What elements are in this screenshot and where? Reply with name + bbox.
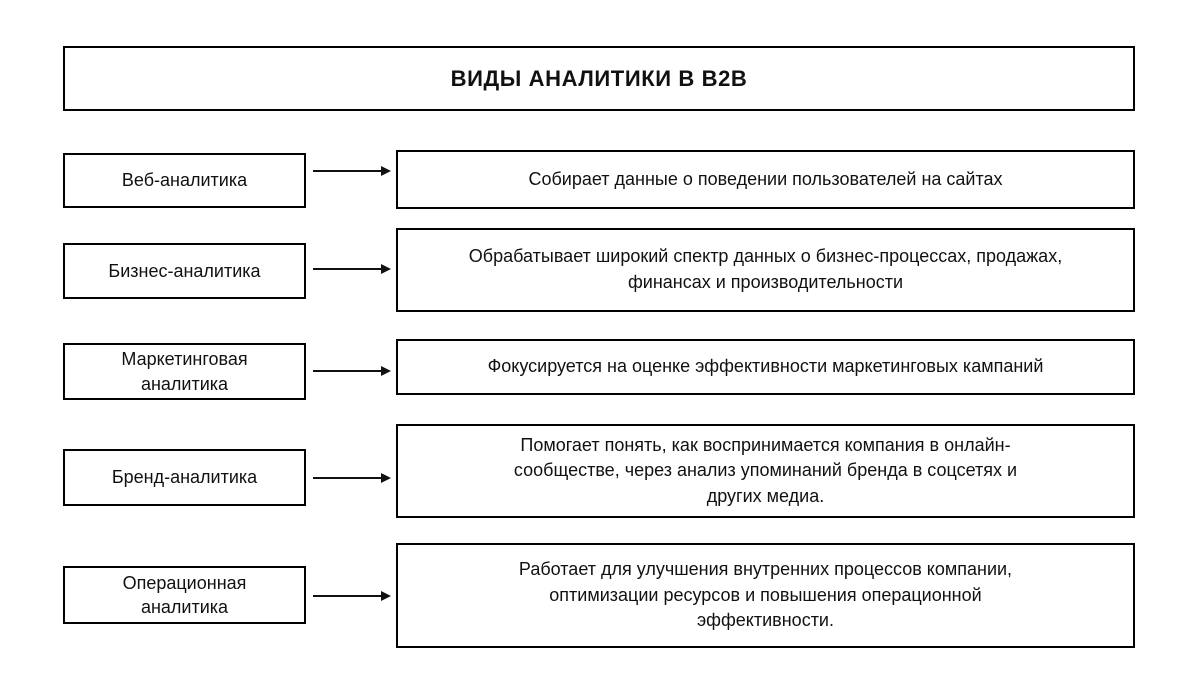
label-business-analytics: Бизнес-аналитика (108, 260, 261, 281)
label-marketing-analytics: Маркетинговая аналитика (121, 349, 248, 394)
desc-business-analytics: Обрабатывает широкий спектр данных о биз… (468, 246, 1063, 292)
desc-brand-analytics: Помогает понять, как воспринимается комп… (513, 434, 1018, 506)
arrow-line (313, 477, 381, 479)
desc-box-web-analytics: Собирает данные о поведении пользователе… (396, 150, 1135, 209)
desc-box-business-analytics: Обрабатывает широкий спектр данных о биз… (396, 228, 1135, 312)
arrow-icon (313, 263, 391, 275)
arrow-line (313, 370, 381, 372)
arrow-line (313, 170, 381, 172)
label-web-analytics: Веб-аналитика (121, 170, 248, 191)
arrow-head-icon (381, 166, 391, 176)
arrow-head-icon (381, 264, 391, 274)
arrow-head-icon (381, 473, 391, 483)
desc-box-brand-analytics: Помогает понять, как воспринимается комп… (396, 424, 1135, 518)
arrow-icon (313, 472, 391, 484)
diagram-title: ВИДЫ АНАЛИТИКИ В B2B (450, 65, 748, 91)
arrow-head-icon (381, 366, 391, 376)
desc-marketing-analytics: Фокусируется на оценке эффективности мар… (487, 356, 1044, 377)
arrow-line (313, 595, 381, 597)
label-box-marketing-analytics: Маркетинговая аналитика (63, 343, 306, 400)
arrow-line (313, 268, 381, 270)
label-box-operational-analytics: Операционная аналитика (63, 566, 306, 624)
desc-web-analytics: Собирает данные о поведении пользователе… (528, 168, 1003, 189)
label-box-web-analytics: Веб-аналитика (63, 153, 306, 208)
label-brand-analytics: Бренд-аналитика (111, 467, 258, 488)
label-box-business-analytics: Бизнес-аналитика (63, 243, 306, 299)
arrow-icon (313, 365, 391, 377)
arrow-icon (313, 590, 391, 602)
arrow-head-icon (381, 591, 391, 601)
label-box-brand-analytics: Бренд-аналитика (63, 449, 306, 506)
desc-operational-analytics: Работает для улучшения внутренних процес… (518, 559, 1013, 631)
diagram-title-box: ВИДЫ АНАЛИТИКИ В B2B (63, 46, 1135, 111)
desc-box-operational-analytics: Работает для улучшения внутренних процес… (396, 543, 1135, 648)
label-operational-analytics: Операционная аналитика (122, 572, 247, 617)
desc-box-marketing-analytics: Фокусируется на оценке эффективности мар… (396, 339, 1135, 395)
arrow-icon (313, 165, 391, 177)
